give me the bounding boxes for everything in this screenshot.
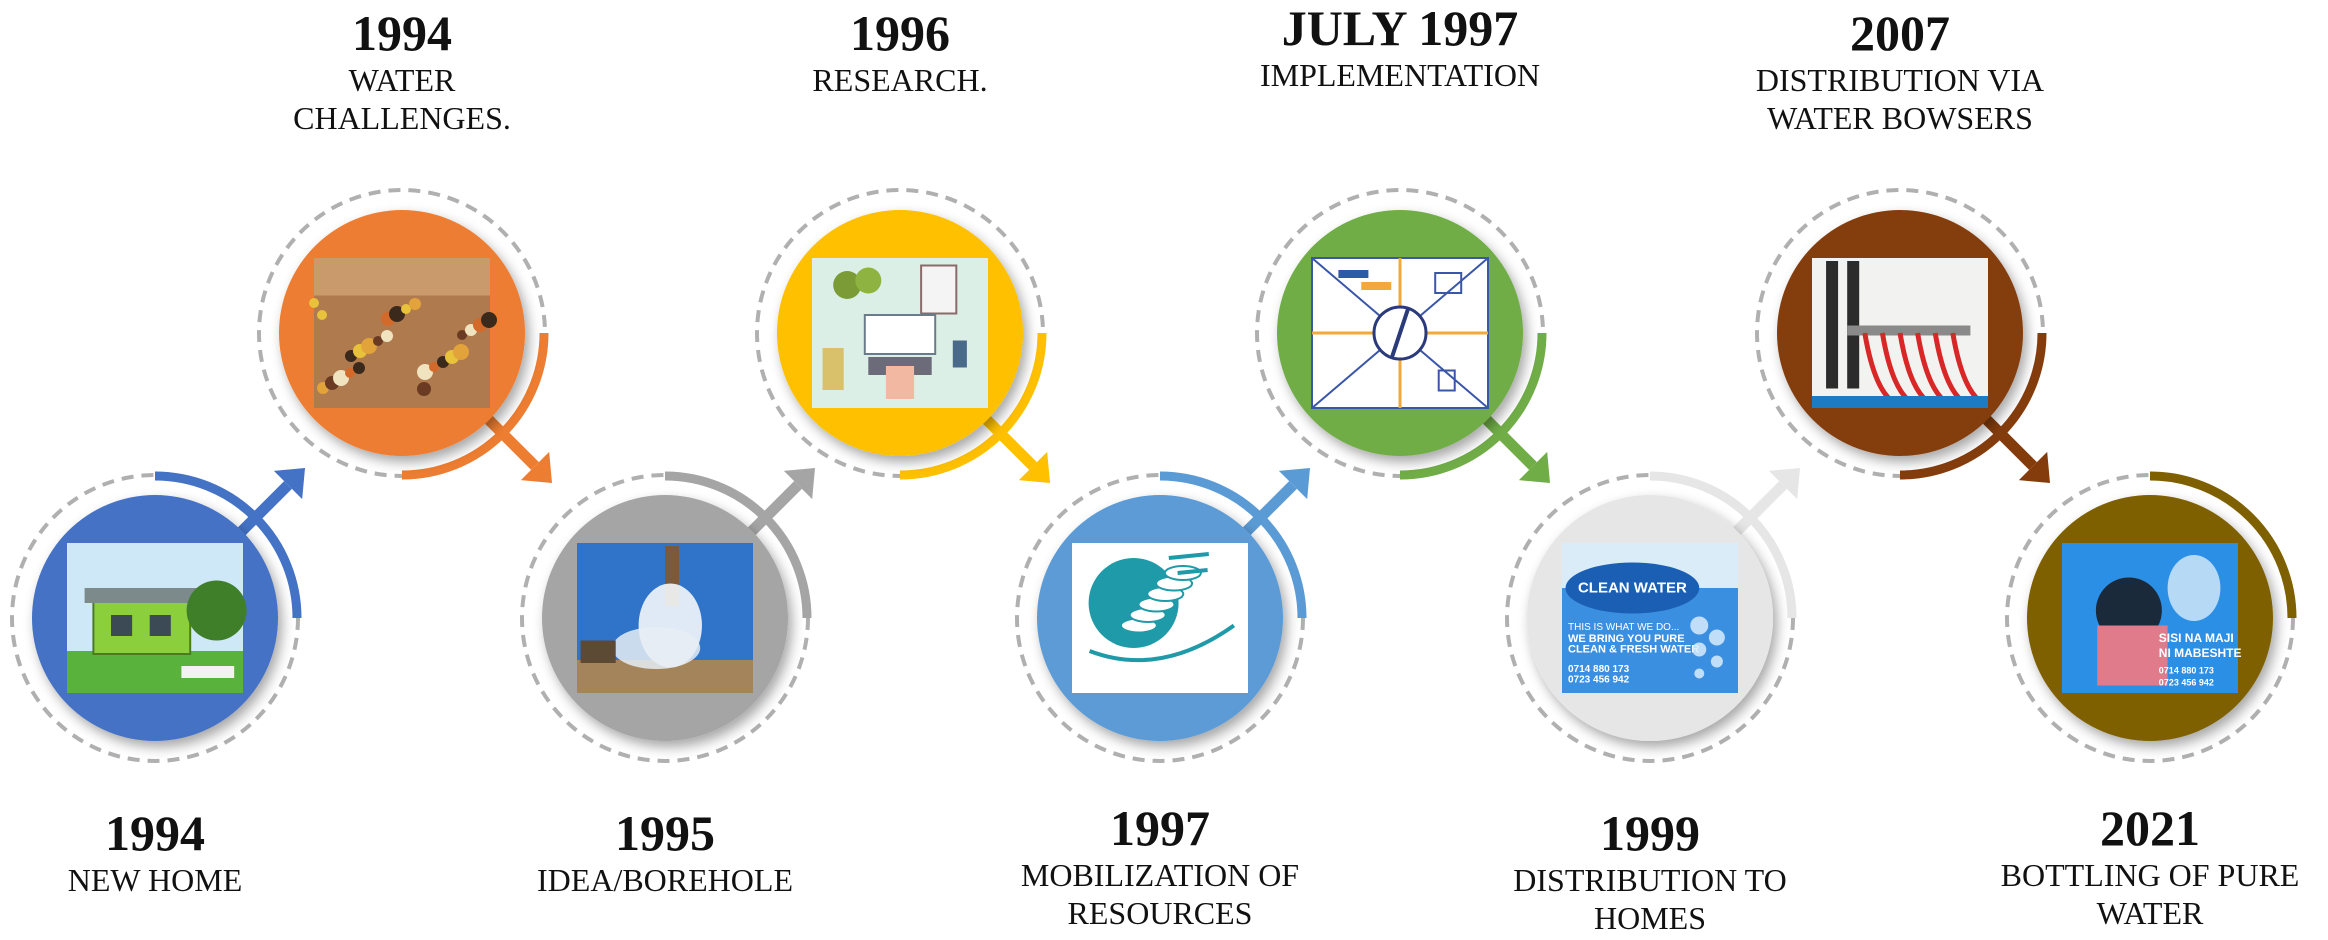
- coins-in-hand-icon: [1072, 543, 1248, 693]
- milestone-year: 1994: [352, 5, 452, 61]
- milestone-node: [1755, 188, 2050, 483]
- svg-text:0714 880 173: 0714 880 173: [1568, 664, 1630, 675]
- milestone-node: [10, 468, 305, 763]
- green-house-photo: [67, 543, 247, 693]
- arrow-head: [273, 468, 305, 500]
- milestone-node: [1255, 188, 1550, 483]
- progress-arc: [2149, 471, 2297, 619]
- milestone-year: 2007: [1850, 5, 1950, 61]
- connector-arrow: [1981, 414, 2037, 470]
- borehole-drilling-photo: [577, 543, 753, 693]
- svg-text:0723 456 942: 0723 456 942: [2159, 678, 2214, 688]
- planning-compass-illustration: [1311, 257, 1489, 409]
- connector-arrow: [483, 414, 539, 470]
- svg-text:0714 880 173: 0714 880 173: [2159, 666, 2214, 676]
- arrow-head: [520, 451, 552, 483]
- milestone-year: 1996: [850, 5, 950, 61]
- svg-text:CLEAN WATER: CLEAN WATER: [1578, 580, 1687, 597]
- milestone-node: [1015, 468, 1310, 763]
- arrow-head: [783, 468, 815, 500]
- arrow-head: [1518, 451, 1550, 483]
- milestone-title: IMPLEMENTATION: [1259, 57, 1541, 93]
- connector-arrow: [236, 481, 292, 537]
- svg-text:THIS IS WHAT WE DO...: THIS IS WHAT WE DO...: [1568, 622, 1679, 633]
- arrow-head: [1018, 451, 1050, 483]
- svg-text:CLEAN & FRESH WATER: CLEAN & FRESH WATER: [1568, 644, 1699, 656]
- milestone-title: IDEA/BOREHOLE: [537, 862, 793, 898]
- water-pipes-photo: [1812, 258, 1988, 408]
- svg-text:SISI NA MAJI: SISI NA MAJI: [2159, 631, 2234, 645]
- connector-arrow: [1731, 481, 1787, 537]
- milestone-year: JULY 1997: [1281, 0, 1519, 56]
- milestone-title: NEW HOME: [67, 862, 243, 898]
- clean-water-tanker-flyer: CLEAN WATER THIS IS WHAT WE DO...WE BRING…: [1562, 543, 1738, 693]
- milestone-year: 1999: [1600, 805, 1700, 861]
- connector-arrow: [981, 414, 1037, 470]
- milestone-title: RESEARCH.: [812, 62, 988, 98]
- arrow-head: [2018, 451, 2050, 483]
- water-queue-photo: [309, 258, 497, 408]
- arrow-head: [1278, 468, 1310, 500]
- milestone-year: 1994: [105, 805, 205, 861]
- research-desk-illustration: [812, 258, 988, 408]
- milestone-node: [755, 188, 1050, 483]
- connector-arrow: [746, 481, 802, 537]
- connector-arrow: [1241, 481, 1297, 537]
- milestone-node: [520, 468, 815, 763]
- milestone-node: [257, 188, 552, 483]
- connector-arrow: [1481, 414, 1537, 470]
- milestone-node: CLEAN WATER THIS IS WHAT WE DO...WE BRING…: [1505, 468, 1800, 763]
- milestone-year: 1995: [615, 805, 715, 861]
- milestone-year: 1997: [1110, 800, 1210, 856]
- svg-text:0723 456 942: 0723 456 942: [1568, 675, 1630, 686]
- milestone-year: 2021: [2100, 800, 2200, 856]
- svg-text:WE BRING YOU PURE: WE BRING YOU PURE: [1568, 633, 1685, 645]
- svg-text:NI MABESHTE: NI MABESHTE: [2159, 646, 2242, 660]
- arrow-head: [1768, 468, 1800, 500]
